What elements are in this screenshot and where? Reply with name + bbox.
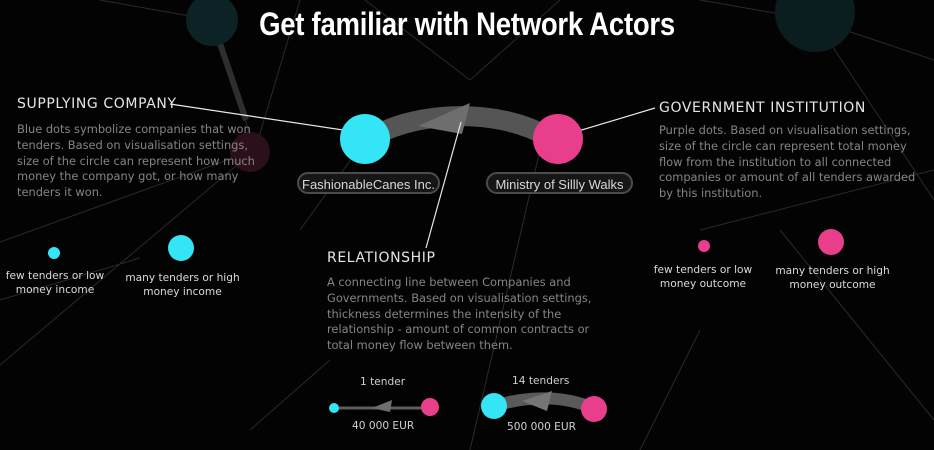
government-small-caption: few tenders or low money outcome [653, 264, 753, 290]
company-large-caption: many tenders or high money income [125, 272, 240, 298]
government-large-caption: many tenders or high money outcome [775, 265, 890, 291]
thick-example-company-dot [481, 393, 507, 419]
relationship-heading: RELATIONSHIP [327, 250, 436, 266]
thin-example-tenders-label: 1 tender [360, 376, 406, 388]
company-large-dot [168, 235, 194, 261]
page-title: Get familiar with Network Actors [259, 6, 675, 42]
relationship-arrow-icon [418, 103, 470, 134]
thick-example-amount-label: 500 000 EUR [507, 421, 576, 433]
background-company-node [186, 0, 238, 46]
company-node[interactable] [340, 114, 390, 164]
government-name-label[interactable]: Ministry of Sillly Walks [486, 172, 633, 194]
government-node[interactable] [533, 114, 583, 164]
thin-example-company-dot [329, 403, 339, 413]
company-name-label[interactable]: FashionableCanes Inc. [297, 172, 440, 194]
background-company-node-large [775, 0, 855, 52]
thick-link-arrow-icon [522, 391, 552, 411]
thin-link-arrow-icon [372, 400, 392, 412]
thin-example-government-dot [421, 398, 439, 416]
background-government-node [230, 132, 270, 172]
pointer-lines [169, 103, 656, 249]
relationship-description: A connecting line between Companies and … [327, 275, 592, 353]
thin-example-amount-label: 40 000 EUR [352, 420, 415, 432]
government-description: Purple dots. Based on visualisation sett… [659, 123, 916, 201]
government-large-dot [818, 229, 844, 255]
government-heading: GOVERNMENT INSTITUTION [659, 100, 866, 116]
thick-example-government-dot [581, 396, 607, 422]
company-description: Blue dots symbolize companies that won t… [17, 122, 255, 200]
company-small-dot [48, 247, 60, 259]
thick-example-tenders-label: 14 tenders [512, 375, 570, 387]
government-small-dot [698, 240, 710, 252]
company-heading: SUPPLYING COMPANY [17, 96, 177, 112]
company-small-caption: few tenders or low money income [5, 270, 105, 296]
